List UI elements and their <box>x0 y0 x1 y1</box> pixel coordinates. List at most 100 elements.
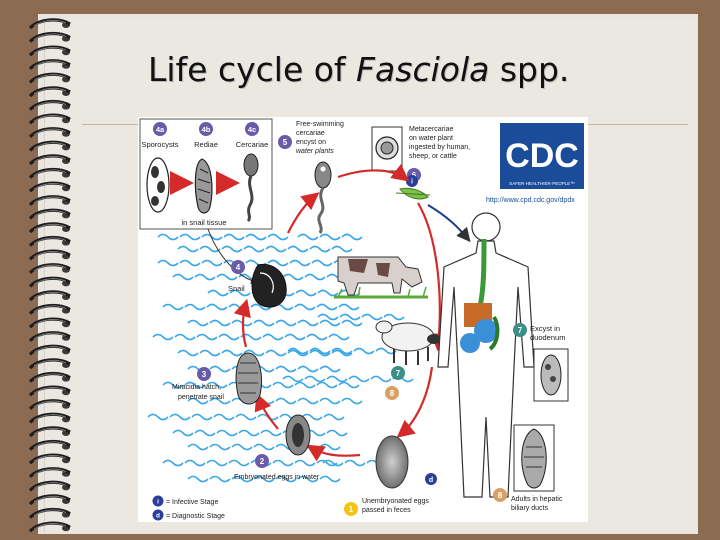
water-wave <box>265 349 287 357</box>
spiral-ring <box>28 45 71 57</box>
water-wave <box>221 349 243 357</box>
water-wave <box>231 443 253 451</box>
label-3-line2: penetrate snail <box>178 394 224 401</box>
water-wave <box>317 313 339 321</box>
water-wave <box>243 245 265 253</box>
label-5-line4: water plants <box>296 148 334 155</box>
badge-7-secondary-text: 7 <box>396 369 401 378</box>
spiral-ring <box>28 154 71 166</box>
water-wave <box>199 245 221 253</box>
water-wave <box>209 319 231 327</box>
water-wave <box>177 245 199 253</box>
water-wave <box>287 349 309 357</box>
label-6-line2: on water plant <box>409 135 453 142</box>
water-wave <box>216 429 238 437</box>
water-wave <box>272 459 294 467</box>
water-wave <box>187 475 209 483</box>
water-wave <box>338 303 360 311</box>
water-wave <box>174 333 196 341</box>
water-wave <box>348 375 370 383</box>
water-wave <box>184 459 206 467</box>
water-wave <box>370 375 392 383</box>
label-1-line2: passed in feces <box>362 507 411 514</box>
stage-2: 2 Embryonated eggs in water <box>234 414 320 481</box>
water-wave <box>287 245 309 253</box>
water-wave <box>304 273 326 281</box>
water-wave <box>331 245 353 253</box>
water-wave <box>316 381 338 389</box>
life-cycle-figure: 4a 4b 4c Sporocysts Rediae Cercariae <box>138 117 588 522</box>
sporocyst-icon <box>146 157 170 213</box>
water-wave <box>196 333 218 341</box>
water-wave <box>162 381 184 389</box>
badge-5 <box>278 135 292 149</box>
water-wave <box>353 347 375 355</box>
badge-8 <box>493 488 507 502</box>
water-wave <box>301 413 323 421</box>
spiral-ring <box>28 72 71 84</box>
stage-7: 7 Excyst in duodenum <box>513 323 569 402</box>
intestine-icon <box>474 319 498 343</box>
water-wave <box>191 413 213 421</box>
badge-4-text: 4 <box>236 263 241 272</box>
cercaria-icon <box>243 153 259 223</box>
spiral-ring <box>28 290 71 302</box>
spiral-ring <box>28 167 71 179</box>
label-7-line1: Excyst in <box>530 324 560 333</box>
arrow-2-3 <box>254 392 279 430</box>
water-wave <box>223 233 245 241</box>
cdc-logo: CDC SAFER·HEALTHIER·PEOPLE™ http://www.c… <box>486 123 584 204</box>
spiral-ring <box>28 439 71 451</box>
water-wave <box>245 233 267 241</box>
badge-7-secondary <box>391 366 405 380</box>
label-3-line1: Miracidia hatch, <box>172 384 221 391</box>
water-wave <box>206 303 228 311</box>
water-wave <box>295 289 317 297</box>
spiral-ring <box>28 453 71 465</box>
spiral-ring <box>28 208 71 220</box>
badge-2 <box>255 454 269 468</box>
water-wave <box>331 347 353 355</box>
infective-badge-text: i <box>411 179 413 186</box>
water-wave <box>309 349 331 357</box>
arrow-4-5 <box>287 192 320 234</box>
cdc-tagline: SAFER·HEALTHIER·PEOPLE™ <box>509 181 574 186</box>
water-wave <box>209 365 231 373</box>
water-wave <box>250 303 272 311</box>
water-wave <box>328 333 350 341</box>
spiral-ring <box>28 86 71 98</box>
badge-4a-text: 4a <box>156 125 165 134</box>
badge-1 <box>344 502 358 516</box>
spiral-ring <box>28 344 71 356</box>
water-wave <box>319 397 341 405</box>
water-wave <box>262 333 284 341</box>
spiral-ring <box>28 276 71 288</box>
cdc-logo-text: CDC <box>505 137 579 175</box>
spiral-ring <box>28 331 71 343</box>
stage-3: 3 Miracidia hatch, penetrate snail <box>172 352 262 405</box>
badge-4c-text: 4c <box>248 125 256 134</box>
arrow-3-4 <box>233 298 251 348</box>
inset-pointer <box>207 228 258 285</box>
label-4-line1: Snail <box>228 284 245 293</box>
water-wave <box>228 459 250 467</box>
water-wave <box>309 245 331 253</box>
spiral-ring <box>28 494 71 506</box>
legend-infective-label: = Infective Stage <box>166 499 218 506</box>
water-wave <box>267 233 289 241</box>
spiral-ring <box>28 385 71 397</box>
legend-infective-marker-text: i <box>157 499 159 506</box>
water-wave <box>184 303 206 311</box>
water-wave <box>209 475 231 483</box>
arrow-7-1 <box>396 366 434 438</box>
spiral-ring <box>28 507 71 519</box>
badge-4c <box>245 122 259 136</box>
water-wave <box>260 429 282 437</box>
water-wave <box>209 397 231 405</box>
water-wave <box>341 319 363 327</box>
water-wave <box>297 397 319 405</box>
water-wave <box>287 347 309 355</box>
label-1-line1: Unembryonated eggs <box>362 498 429 505</box>
spiral-ring <box>28 317 71 329</box>
label-in-snail-tissue: in snail tissue <box>181 218 226 227</box>
